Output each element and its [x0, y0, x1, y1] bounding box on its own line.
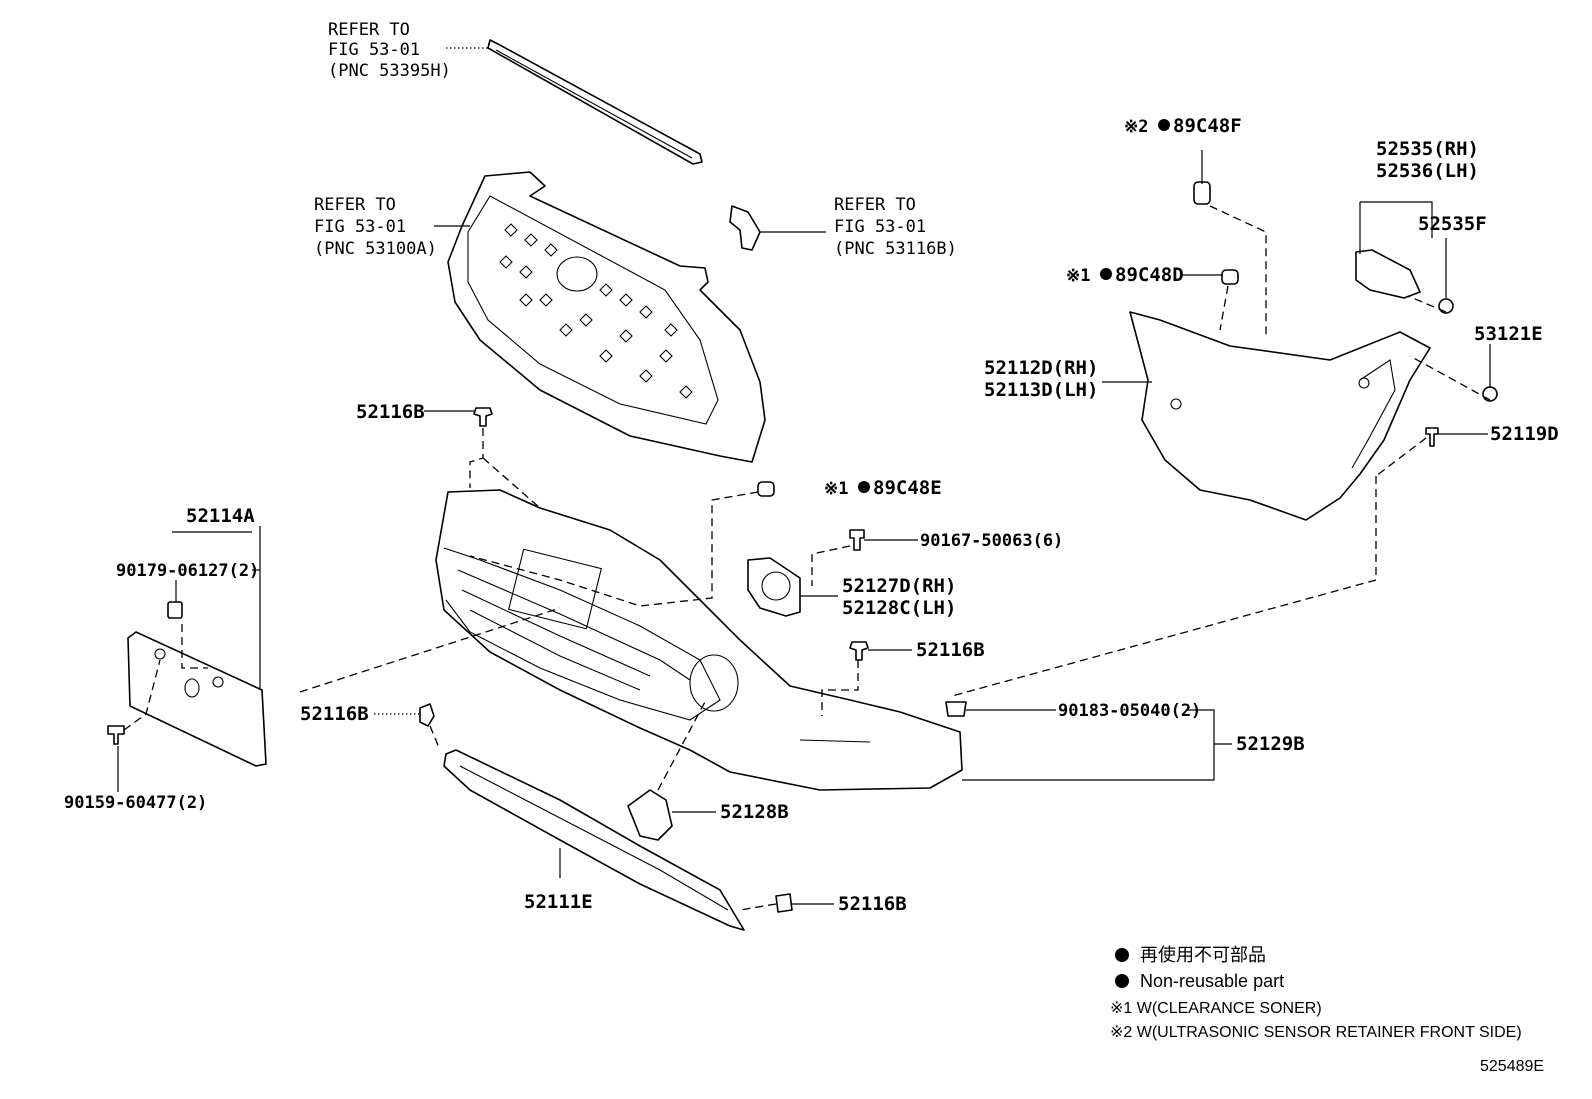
label-52116b-left: 52116B [300, 703, 369, 725]
non-reusable-dot-icon [1158, 119, 1170, 131]
non-reusable-dot-icon [858, 481, 870, 493]
label-90167: 90167-50063(6) [920, 531, 1063, 551]
clip-52116b-d [775, 893, 793, 913]
screw-52119d [1425, 427, 1439, 447]
screw-90159 [107, 725, 125, 745]
svg-text:REFER TO: REFER TO [834, 195, 916, 215]
label-52116b-top: 52116B [356, 401, 425, 423]
svg-text:※1: ※1 [1066, 266, 1090, 286]
side-bracket-part [1355, 249, 1421, 299]
label-52116b-bottom: 52116B [838, 893, 907, 915]
lower-spoiler-part [443, 749, 745, 931]
label-52119d: 52119D [1490, 423, 1559, 445]
svg-text:FIG 53-01: FIG 53-01 [314, 217, 406, 237]
label-90159: 90159-60477(2) [64, 793, 207, 813]
non-reusable-dot-icon [1115, 974, 1129, 988]
grille-strip-part [487, 39, 703, 165]
svg-text:REFER TO: REFER TO [314, 195, 396, 215]
clip-90183 [945, 701, 967, 717]
fog-lamp-bezel-part [747, 557, 801, 617]
label-52111e: 52111E [524, 891, 593, 913]
label-90183: 90183-05040(2) [1058, 701, 1201, 721]
leader-lines [117, 47, 1491, 905]
assembly-lines [123, 205, 1491, 911]
legend-note2: ※2 W(ULTRASONIC SENSOR RETAINER FRONT SI… [1110, 1024, 1522, 1041]
ref-strip-label: REFER TO FIG 53-01 (PNC 53395H) [328, 20, 451, 81]
label-52127d-rh: 52127D(RH) [842, 575, 956, 597]
label-53121e: 53121E [1474, 323, 1543, 345]
non-reusable-dot-icon [1100, 268, 1112, 280]
svg-text:(PNC 53395H): (PNC 53395H) [328, 61, 451, 81]
label-52535f: 52535F [1418, 213, 1487, 235]
label-89c48f: ※2 89C48F [1124, 115, 1242, 137]
clip-52535f [1438, 298, 1454, 314]
figure-id: 525489E [1480, 1058, 1544, 1075]
label-52536-lh: 52536(LH) [1376, 160, 1479, 182]
legend-note1: ※1 W(CLEARANCE SONER) [1110, 1000, 1322, 1017]
clip-52116b-c [419, 703, 435, 727]
svg-text:89C48E: 89C48E [873, 477, 942, 499]
retainer-89c48f [1193, 181, 1211, 205]
nut-90179 [167, 601, 183, 619]
svg-text:※2: ※2 [1124, 117, 1148, 137]
grille-bracket-part [729, 205, 761, 251]
svg-text:89C48F: 89C48F [1173, 115, 1242, 137]
label-52129b: 52129B [1236, 733, 1305, 755]
retainer-89c48d [1221, 269, 1239, 285]
fender-extension-part [1129, 311, 1431, 521]
svg-text:REFER TO: REFER TO [328, 20, 410, 40]
legend-jp: 再使用不可部品 [1140, 945, 1266, 965]
bolt-53121e [1482, 386, 1498, 402]
svg-text:(PNC 53116B): (PNC 53116B) [834, 239, 957, 259]
screw-90167 [849, 529, 865, 551]
retainer-89c48e [757, 481, 775, 497]
label-52112d-rh: 52112D(RH) [984, 357, 1098, 379]
label-90179: 90179-06127(2) [116, 561, 259, 581]
label-89c48d: ※1 89C48D [1066, 264, 1184, 286]
svg-text:FIG 53-01: FIG 53-01 [328, 40, 420, 60]
label-52116b-mid: 52116B [916, 639, 985, 661]
ref-bracket-label: REFER TO FIG 53-01 (PNC 53116B) [834, 195, 957, 259]
svg-text:※1: ※1 [824, 479, 848, 499]
radiator-grille-part [447, 171, 766, 463]
non-reusable-dot-icon [1115, 948, 1129, 962]
license-plate-bracket-part [127, 631, 267, 767]
front-bumper-cover-part [435, 489, 963, 791]
clip-52116b-a [473, 407, 493, 427]
clip-52116b-b [849, 641, 869, 661]
svg-text:FIG 53-01: FIG 53-01 [834, 217, 926, 237]
svg-text:(PNC 53100A): (PNC 53100A) [314, 239, 437, 259]
label-52114a: 52114A [186, 505, 255, 527]
label-52128b: 52128B [720, 801, 789, 823]
label-89c48e: ※1 89C48E [824, 477, 942, 499]
label-52128c-lh: 52128C(LH) [842, 597, 956, 619]
legend: 再使用不可部品 Non-reusable part ※1 W(CLEARANCE… [1110, 945, 1522, 1041]
ref-grille-label: REFER TO FIG 53-01 (PNC 53100A) [314, 195, 437, 259]
label-52113d-lh: 52113D(LH) [984, 379, 1098, 401]
label-52535-rh: 52535(RH) [1376, 138, 1479, 160]
legend-en: Non-reusable part [1140, 971, 1284, 991]
svg-text:89C48D: 89C48D [1115, 264, 1184, 286]
cover-52128b-part [627, 789, 673, 841]
